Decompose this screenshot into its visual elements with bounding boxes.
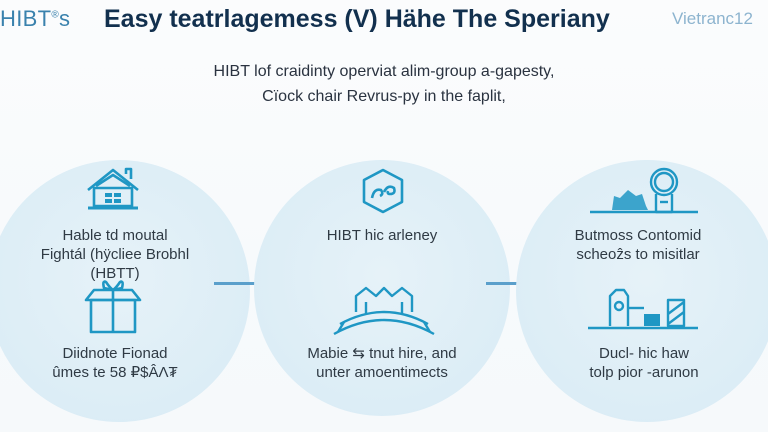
brand-suffix: s <box>58 6 71 31</box>
gift-box-icon <box>84 280 142 334</box>
label-line: Mabie ⇆ tnut hire, and <box>307 345 457 362</box>
label-line: Fightál (hÿcliee Brobhl <box>40 246 190 263</box>
step-1-bottom-label: Diidnote Fionad ûmes te 58 ₽$ÂΛ₮ <box>15 344 215 382</box>
label-line: scheoẑs to misitlar <box>576 246 700 263</box>
label-line: (HBTT) <box>90 265 140 282</box>
subtitle-line-1: HIBT lof craidinty operviat alim-group a… <box>213 63 555 80</box>
subtitle: HIBT lof craidinty operviat alim-group a… <box>0 59 768 109</box>
label-line: Hable td moutal <box>62 227 168 244</box>
step-2-top-label: HIBT hic arleney <box>282 226 482 245</box>
label-line: Butmoss Contomid <box>574 227 702 244</box>
brand-name: HIBT <box>0 6 52 31</box>
step-2-circle <box>254 160 510 416</box>
label-line: tolp pior -arunon <box>589 364 699 381</box>
step-2-bottom-label: Mabie ⇆ tnut hire, and unter amoentimect… <box>282 344 482 382</box>
hexagon-link-icon <box>362 168 404 214</box>
bridge-houses-icon <box>333 286 435 336</box>
label-line: Ducl- hic haw <box>598 345 690 362</box>
subtitle-line-2: Cïock chair Revrus-py in the faplit, <box>262 88 506 105</box>
brand-logo: HIBT®s <box>0 6 70 32</box>
registered-mark: ® <box>51 9 59 21</box>
award-badge-icon <box>590 167 698 214</box>
house-icon <box>87 167 139 210</box>
header-badge: Vietranc12 <box>672 9 753 28</box>
label-line: HIBT hic arleney <box>326 227 438 244</box>
header: HIBT®s Easy teatrlagemess (V) Hähe The S… <box>0 0 768 44</box>
step-3-bottom-label: Ducl- hic haw tolp pior -arunon <box>544 344 744 382</box>
page-title: Easy teatrlagemess (V) Hähe The Speriany <box>104 5 610 33</box>
label-line: unter amoentimects <box>316 364 448 381</box>
label-line: ûmes te 58 ₽$ÂΛ₮ <box>52 364 178 381</box>
label-line: Diidnote Fionad <box>62 345 168 362</box>
factory-icon <box>588 288 698 330</box>
step-1-top-label: Hable td moutal Fightál (hÿcliee Brobhl … <box>15 226 215 283</box>
step-3-top-label: Butmoss Contomid scheoẑs to misitlar <box>538 226 738 264</box>
